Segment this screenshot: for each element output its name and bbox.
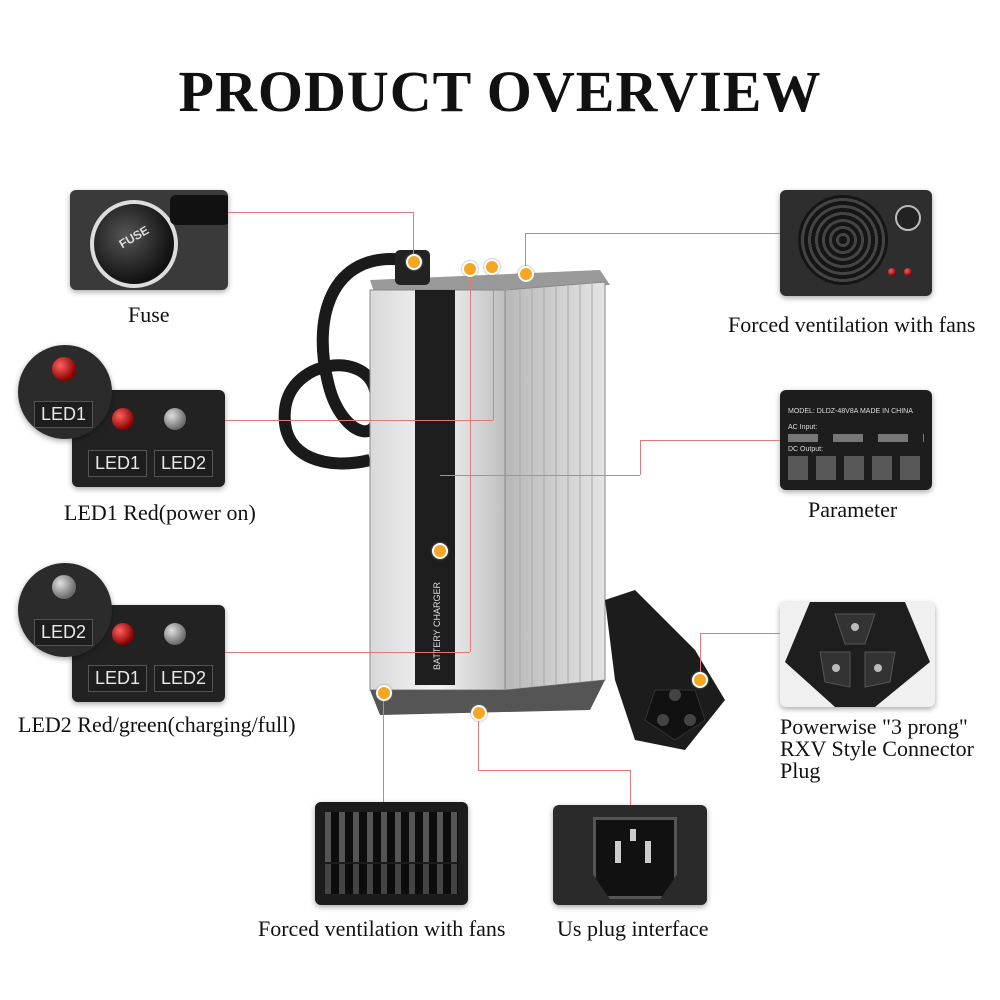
- leader-led2: [225, 652, 470, 653]
- led2-red-indicator: [112, 623, 134, 645]
- dot-us-plug: [471, 705, 487, 721]
- vent-slots-icon: [325, 812, 458, 862]
- fan-thumbnail: [780, 190, 932, 296]
- dot-fuse: [406, 254, 422, 270]
- param-ac: AC Input:: [788, 424, 818, 431]
- led2-thumb-led1-text: LED1: [88, 665, 148, 692]
- dot-fans-bottom: [376, 685, 392, 701]
- led1-zoom-circle: LED1: [18, 345, 112, 439]
- caption-connector: Powerwise "3 prong" RXV Style Connector …: [780, 714, 974, 783]
- us-plug-thumbnail: [553, 805, 707, 905]
- parameter-thumbnail: MODEL: DLDZ-48V8A MADE IN CHINA AC Input…: [780, 390, 932, 490]
- led1-red-indicator: [112, 408, 134, 430]
- leader-fuse: [228, 212, 413, 213]
- led2-zoom-circle: LED2: [18, 563, 112, 657]
- caption-led1: LED1 Red(power on): [64, 500, 256, 525]
- caption-us-plug: Us plug interface: [557, 916, 709, 941]
- dot-parameter: [432, 543, 448, 559]
- caption-fans-bottom: Forced ventilation with fans: [258, 916, 506, 941]
- fuse-cap-icon: [90, 200, 178, 288]
- page-title: PRODUCT OVERVIEW: [178, 59, 822, 124]
- dot-connector: [692, 672, 708, 688]
- led2-zoom-indicator: [52, 575, 76, 599]
- fan-grille-icon: [798, 195, 888, 285]
- led2-green-indicator: [164, 623, 186, 645]
- dot-led2: [484, 259, 500, 275]
- vent-thumbnail: [315, 802, 468, 905]
- led1-text: LED1: [88, 450, 148, 477]
- caption-fans-top: Forced ventilation with fans: [728, 312, 976, 337]
- connector-thumbnail: [780, 602, 935, 707]
- led1-zoom-indicator: [52, 357, 76, 381]
- charger-device: BATTERY CHARGER: [278, 250, 610, 715]
- leader-fans-top: [525, 233, 780, 234]
- leader-fans-bottom: [383, 695, 384, 802]
- led2-zoom-label: LED2: [34, 619, 94, 646]
- fuse-thumbnail: FUSE: [70, 190, 228, 290]
- param-dc: DC Output:: [788, 446, 824, 453]
- leader-connector: [700, 633, 780, 634]
- led2-text: LED2: [154, 450, 214, 477]
- connector-icon: [785, 602, 930, 707]
- connector-plug-illustration: [605, 590, 725, 750]
- caption-led2: LED2 Red/green(charging/full): [18, 712, 296, 737]
- dot-fans-top: [518, 266, 534, 282]
- led1-zoom-label: LED1: [34, 401, 94, 428]
- param-model: MODEL: DLDZ-48V8A MADE IN CHINA: [788, 408, 913, 415]
- led1-thumbnail: LED1 LED2: [72, 390, 225, 487]
- leader-led1: [225, 420, 493, 421]
- led2-thumb-led2-text: LED2: [154, 665, 214, 692]
- caption-parameter: Parameter: [808, 497, 898, 522]
- dot-led1: [462, 261, 478, 277]
- device-label: BATTERY CHARGER: [432, 581, 442, 670]
- led2-indicator: [164, 408, 186, 430]
- leader-parameter: [440, 475, 640, 476]
- leader-us-plug: [478, 712, 479, 770]
- caption-fuse: Fuse: [128, 302, 170, 327]
